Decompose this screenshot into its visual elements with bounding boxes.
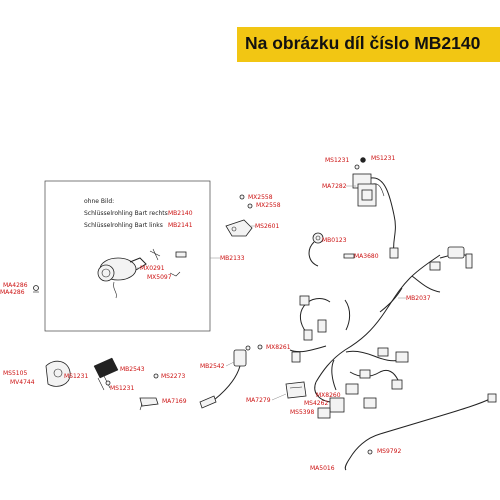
screw-ma4286-drawing <box>33 285 39 293</box>
bracket-ms2601-drawing <box>225 194 253 237</box>
label-ms2273: MS2273 <box>161 373 185 380</box>
label-ma5016: MA5016 <box>310 465 335 472</box>
label-mx5097: MX5097 <box>147 274 172 281</box>
label-ma7279: MA7279 <box>246 397 271 404</box>
sensor-mb0123-drawing <box>308 232 355 267</box>
label-ms1231-top-right: MS1231 <box>371 155 395 162</box>
label-ms1231-mid: MS1231 <box>64 373 88 380</box>
part-number-banner: Na obrázku díl číslo MB2140 <box>237 27 500 62</box>
inset-note: ohne Bild: <box>84 198 114 205</box>
cable-ma5016-drawing <box>344 393 497 471</box>
relay-block-mx8260-drawing <box>317 397 345 419</box>
label-mb2133: MB2133 <box>220 255 245 262</box>
banner-title: Na obrázku díl číslo MB2140 <box>245 33 481 53</box>
label-ma4286-b: MA4286 <box>0 289 25 296</box>
label-mx2558-b: MX2558 <box>256 202 281 209</box>
label-ms4262: MS4262 <box>304 400 328 407</box>
label-mx2558-a: MX2558 <box>248 194 273 201</box>
cdi-unit-ma7279-drawing <box>285 381 307 399</box>
label-ms9792: MS9792 <box>377 448 401 455</box>
inset-frame <box>44 180 211 332</box>
screw-mx8261-drawing <box>257 344 263 350</box>
clip-ma7169-drawing <box>139 397 159 411</box>
label-mb2543: MB2543 <box>120 366 145 373</box>
starter-relay-drawing <box>352 157 399 259</box>
label-mb0123: MB0123 <box>322 237 347 244</box>
inset-row-desc-1: Schlüsselrohling Bart rechts <box>84 210 168 217</box>
label-mx0291: MX0291 <box>140 265 165 272</box>
main-wiring-harness-drawing <box>289 246 473 409</box>
label-ma4286-a: MA4286 <box>3 282 28 289</box>
label-mx8261: MX8261 <box>266 344 291 351</box>
inset-row-part-1: MB2140 <box>168 210 193 217</box>
label-mv4744: MV4744 <box>10 379 35 386</box>
label-mb2542: MB2542 <box>200 363 225 370</box>
label-ms5398: MS5398 <box>290 409 314 416</box>
label-ms1231-low: MS1231 <box>110 385 134 392</box>
regulator-mb2543-drawing <box>93 357 119 391</box>
inset-row-part-2: MB2141 <box>168 222 193 229</box>
label-ma7169: MA7169 <box>162 398 187 405</box>
horn-drawing <box>45 360 71 387</box>
ignition-lock-drawing <box>97 248 187 299</box>
label-mb2037: MB2037 <box>406 295 431 302</box>
inset-row-desc-2: Schlüsselrohling Bart links <box>84 222 163 229</box>
label-ma3680: MA3680 <box>354 253 379 260</box>
screw-ms2273-drawing <box>153 373 159 379</box>
label-ms2601: MS2601 <box>255 223 279 230</box>
label-ms1231-top-left: MS1231 <box>325 157 349 164</box>
label-ma7282: MA7282 <box>322 183 347 190</box>
label-ms5105: MS5105 <box>3 370 27 377</box>
ignition-coil-mb2542-drawing <box>199 345 251 409</box>
label-mx8260: MX8260 <box>316 392 341 399</box>
